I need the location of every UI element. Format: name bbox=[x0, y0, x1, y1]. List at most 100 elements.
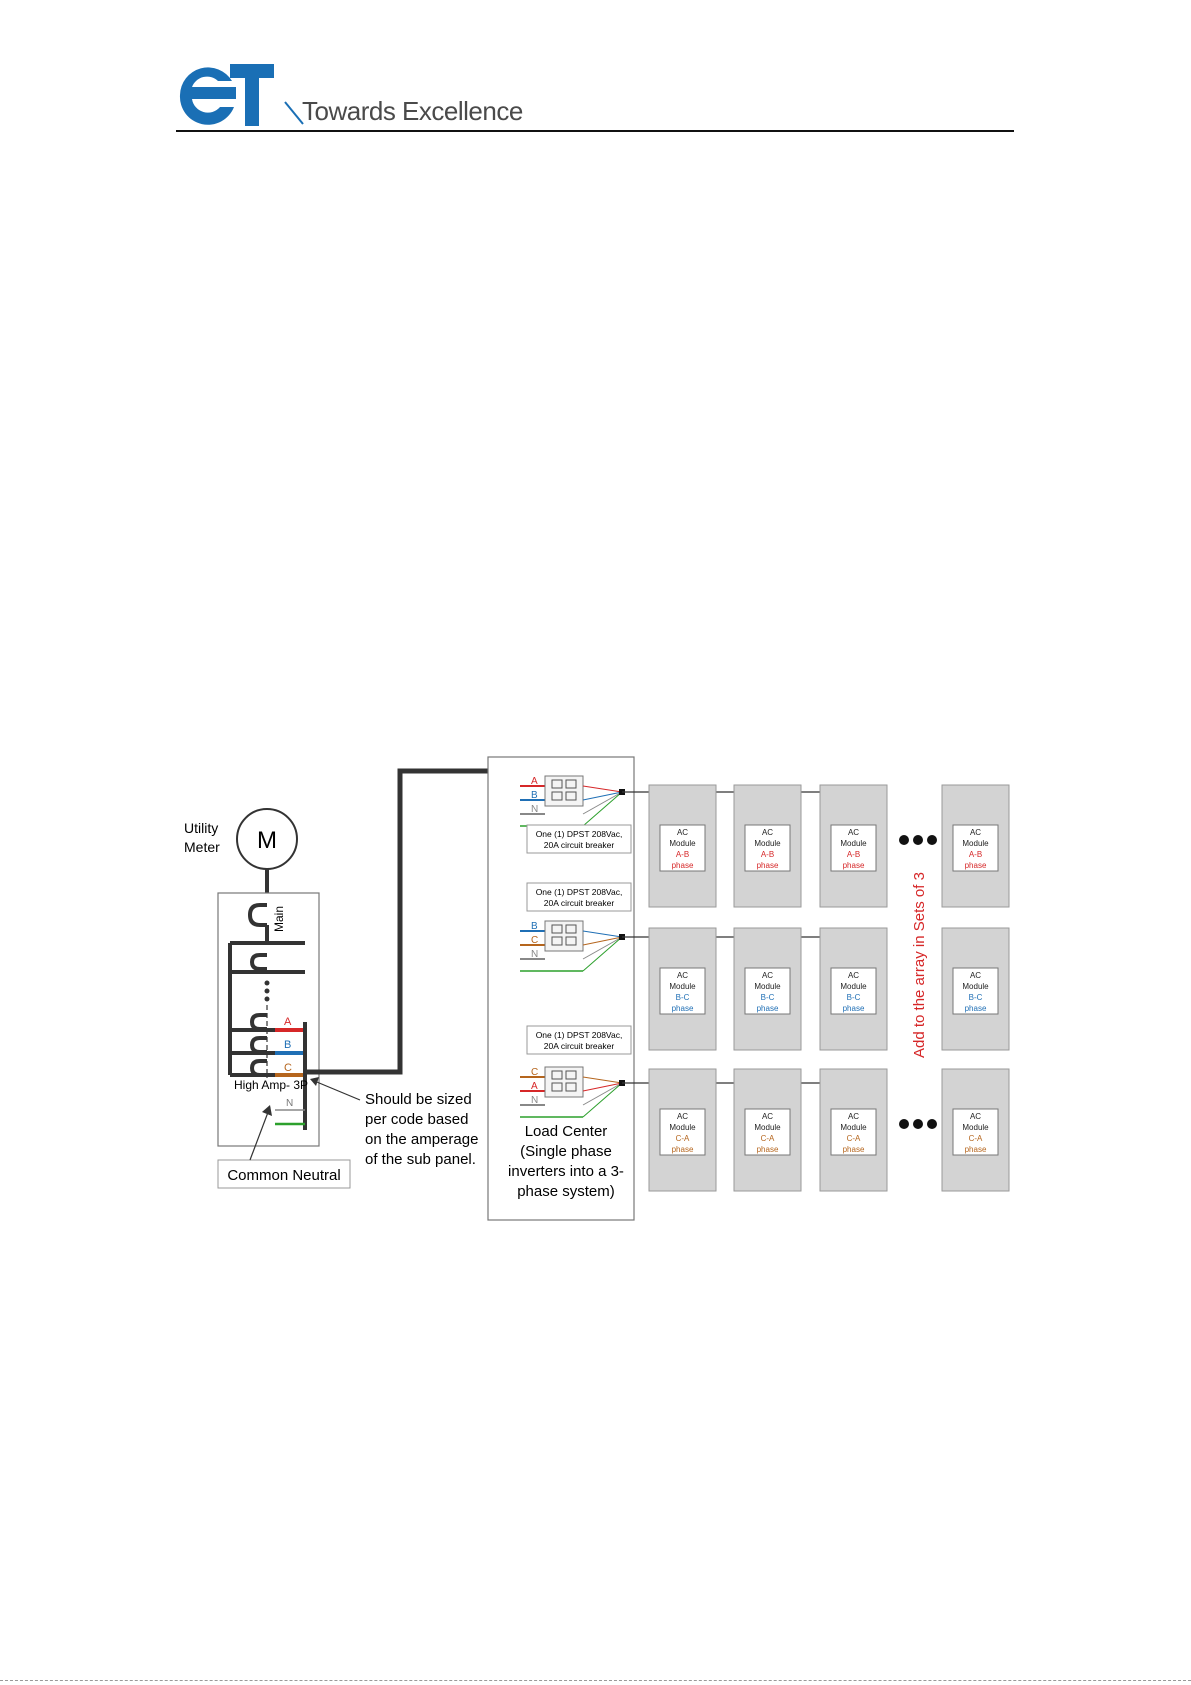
meter-label-line1: Utility bbox=[184, 820, 218, 836]
fanout-wire bbox=[582, 791, 623, 827]
ac-module-text: AC bbox=[970, 1112, 981, 1121]
ac-module-label-box bbox=[659, 1108, 706, 1156]
et-logo bbox=[179, 64, 274, 126]
ac-module-text: A-B bbox=[847, 850, 860, 859]
ac-module-text: AC bbox=[848, 1112, 859, 1121]
fanout-wire bbox=[582, 930, 623, 938]
ellipsis-dot bbox=[264, 988, 270, 994]
common-neutral-label: Common Neutral bbox=[227, 1167, 340, 1184]
ac-module-text: AC bbox=[762, 1112, 773, 1121]
load-center-line3: inverters into a 3- bbox=[508, 1163, 624, 1180]
sizing-note-line1: Should be sized bbox=[365, 1091, 472, 1108]
phase-c-label: C bbox=[284, 1062, 292, 1074]
ac-module-text: B-C bbox=[969, 993, 983, 1002]
sizing-note-line2: per code based bbox=[365, 1111, 468, 1128]
dpst-breaker-icon bbox=[544, 775, 584, 807]
ac-module-text: AC bbox=[848, 971, 859, 980]
breaker-pole-icon bbox=[551, 779, 563, 789]
ac-module-text: Module bbox=[754, 982, 781, 991]
breaker-pole-icon bbox=[551, 1082, 563, 1092]
ac-module-text: Module bbox=[962, 839, 989, 848]
wire-label: N bbox=[531, 1095, 538, 1106]
fanout-wire bbox=[582, 1082, 623, 1118]
dpst-breaker-icon bbox=[544, 1066, 584, 1098]
ac-module-text: Module bbox=[840, 982, 867, 991]
phase-b-label: B bbox=[284, 1039, 291, 1051]
ac-module-text: B-C bbox=[676, 993, 690, 1002]
ac-module-text: Module bbox=[754, 1123, 781, 1132]
tagline-slash-icon bbox=[284, 101, 304, 125]
fanout-wire bbox=[582, 1076, 623, 1084]
more-modules-dot bbox=[899, 835, 909, 845]
breaker-note-line1: One (1) DPST 208Vac, bbox=[536, 887, 623, 897]
ac-module-text: AC bbox=[970, 971, 981, 980]
ac-module-text: Module bbox=[962, 1123, 989, 1132]
wire-label: B bbox=[531, 921, 538, 932]
ac-module-label-box bbox=[952, 967, 999, 1015]
ac-module-text: Module bbox=[840, 1123, 867, 1132]
breaker-pole-icon bbox=[551, 936, 563, 946]
more-modules-dot bbox=[899, 1119, 909, 1129]
ellipsis-dot bbox=[264, 996, 270, 1002]
ac-module-text: Module bbox=[840, 839, 867, 848]
ac-module-label-box bbox=[952, 824, 999, 872]
ac-module-text: Module bbox=[669, 982, 696, 991]
neutral-label: N bbox=[286, 1098, 293, 1109]
ac-module-text: B-C bbox=[847, 993, 861, 1002]
breaker-note-line2: 20A circuit breaker bbox=[544, 1041, 615, 1051]
fanout-wire bbox=[582, 785, 623, 793]
wire-label: N bbox=[531, 804, 538, 815]
breaker-note bbox=[526, 882, 632, 912]
more-modules-dot bbox=[913, 835, 923, 845]
wire-label: C bbox=[531, 935, 538, 946]
breaker-note-line2: 20A circuit breaker bbox=[544, 898, 615, 908]
breaker-note bbox=[526, 824, 632, 854]
ac-module-text: C-A bbox=[969, 1134, 983, 1143]
sizing-note-line4: of the sub panel. bbox=[365, 1151, 476, 1168]
ac-module-text: A-B bbox=[676, 850, 689, 859]
page-header: Towards Excellence bbox=[0, 0, 1191, 140]
breaker-pole-icon bbox=[551, 791, 563, 801]
fanout-wire bbox=[582, 936, 623, 960]
ac-module-text: phase bbox=[965, 1004, 987, 1013]
ac-module-text: Module bbox=[669, 1123, 696, 1132]
ac-module-text: AC bbox=[677, 828, 688, 837]
more-modules-dot bbox=[927, 835, 937, 845]
feeder-cable bbox=[305, 768, 518, 1112]
more-modules-dot bbox=[913, 1119, 923, 1129]
ac-module-label-box bbox=[744, 967, 791, 1015]
breaker-pole-icon bbox=[565, 924, 577, 934]
fanout-wire bbox=[582, 936, 623, 946]
meter-symbol: M bbox=[257, 827, 277, 854]
arrowhead-icon bbox=[262, 1105, 272, 1116]
array-note: Add to the array in Sets of 3 bbox=[911, 872, 928, 1058]
header-rule bbox=[176, 130, 1014, 132]
ac-module-text: AC bbox=[677, 1112, 688, 1121]
ac-module-text: B-C bbox=[761, 993, 775, 1002]
load-center-line4: phase system) bbox=[517, 1183, 615, 1200]
ac-module-text: Module bbox=[669, 839, 696, 848]
fanout-wire bbox=[582, 1082, 623, 1092]
ac-module-label-box bbox=[830, 824, 877, 872]
wire-label: C bbox=[531, 1067, 538, 1078]
ac-module-text: A-B bbox=[969, 850, 982, 859]
ac-module-text: phase bbox=[757, 861, 779, 870]
ac-module-text: C-A bbox=[676, 1134, 690, 1143]
ac-module-text: phase bbox=[757, 1004, 779, 1013]
ac-module-text: AC bbox=[762, 828, 773, 837]
breaker-note-line1: One (1) DPST 208Vac, bbox=[536, 829, 623, 839]
page-bottom-edge bbox=[0, 1680, 1191, 1681]
ac-module-text: phase bbox=[965, 861, 987, 870]
wire-label: A bbox=[531, 776, 538, 787]
ac-module-text: phase bbox=[843, 1004, 865, 1013]
ac-module-text: phase bbox=[672, 1145, 694, 1154]
breaker-pole-icon bbox=[565, 791, 577, 801]
ac-module-text: A-B bbox=[761, 850, 774, 859]
branch-breaker-icon bbox=[249, 953, 267, 971]
breaker-pole-icon bbox=[565, 1082, 577, 1092]
wire-label: A bbox=[531, 1081, 538, 1092]
common-neutral-callout bbox=[217, 1159, 351, 1189]
ac-module-label-box bbox=[952, 1108, 999, 1156]
fanout-wire bbox=[582, 791, 623, 801]
